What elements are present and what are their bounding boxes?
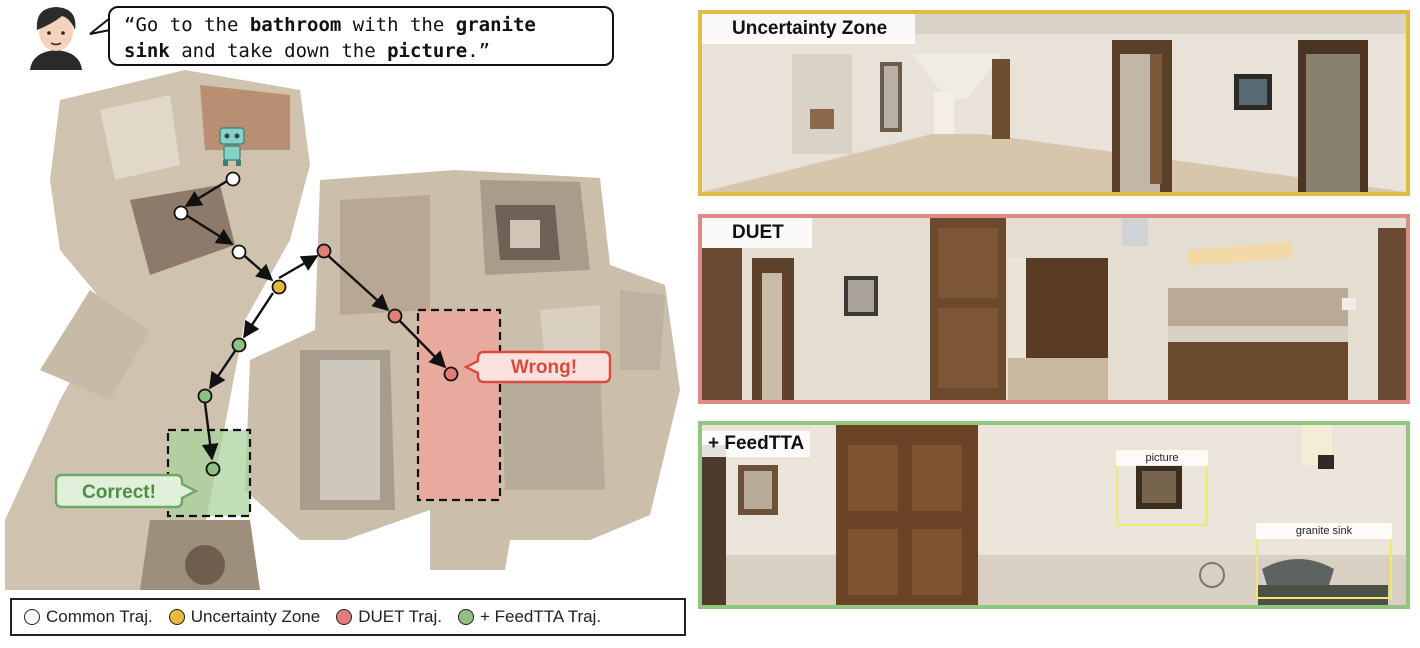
instruction-bubble: “Go to the bathroom with the granite sin… xyxy=(108,6,614,66)
trajectory-nodes xyxy=(173,171,459,477)
node-feedtta-3 xyxy=(205,461,221,477)
node-duet-3 xyxy=(443,366,459,382)
node-duet-2 xyxy=(387,308,403,324)
legend-duet: DUET Traj. xyxy=(336,607,442,627)
uncertainty-swatch-icon xyxy=(168,609,185,625)
node-feedtta-1 xyxy=(231,337,247,353)
user-avatar xyxy=(30,7,82,70)
node-uncertainty xyxy=(271,279,287,295)
keyword-granite: granite xyxy=(455,14,536,36)
common-swatch-icon xyxy=(24,609,40,625)
wrong-bathroom-image xyxy=(702,218,1406,400)
duet-target-region xyxy=(416,308,502,502)
legend-common: Common Traj. xyxy=(24,607,153,627)
node-duet-1 xyxy=(316,243,332,259)
floor-plan-map: Wrong! Correct! xyxy=(5,70,680,590)
uncertainty-zone-panorama: Uncertainty Zone xyxy=(698,10,1410,196)
trajectory-edges xyxy=(180,176,447,461)
legend-feedtta: + FeedTTA Traj. xyxy=(457,607,601,627)
correct-bathroom-image xyxy=(702,425,1406,605)
keyword-picture: picture xyxy=(387,40,468,62)
picture-detection-label: picture xyxy=(1116,450,1208,466)
house-floor xyxy=(5,70,680,590)
duet-panorama: DUET xyxy=(698,214,1410,404)
uncertainty-panel-label: Uncertainty Zone xyxy=(702,14,916,44)
picture-detection-box: picture xyxy=(1116,450,1208,526)
node-common-3 xyxy=(231,244,247,260)
keyword-sink: sink xyxy=(124,40,170,62)
svg-text:Correct!: Correct! xyxy=(82,482,156,503)
wrong-callout: Wrong! xyxy=(463,350,612,384)
speech-bubble-tail xyxy=(89,17,111,35)
feedtta-swatch-icon xyxy=(457,609,474,625)
node-common-1 xyxy=(225,171,241,187)
node-common-2 xyxy=(173,205,189,221)
node-feedtta-2 xyxy=(197,388,213,404)
legend-uncertainty: Uncertainty Zone xyxy=(168,607,320,627)
trajectory-legend: Common Traj. Uncertainty Zone DUET Traj.… xyxy=(10,598,686,636)
sink-detection-label: granite sink xyxy=(1256,523,1392,539)
duet-swatch-icon xyxy=(336,609,353,625)
duet-panel-label: DUET xyxy=(702,218,812,248)
robot-agent-icon xyxy=(219,127,245,166)
svg-text:Wrong!: Wrong! xyxy=(511,357,577,378)
correct-callout: Correct! xyxy=(54,473,199,509)
feedtta-panel-label: + FeedTTA xyxy=(702,431,811,457)
feedtta-panorama: + FeedTTA picture granite sink xyxy=(698,421,1410,609)
sink-detection-box: granite sink xyxy=(1256,523,1392,599)
keyword-bathroom: bathroom xyxy=(249,14,342,36)
